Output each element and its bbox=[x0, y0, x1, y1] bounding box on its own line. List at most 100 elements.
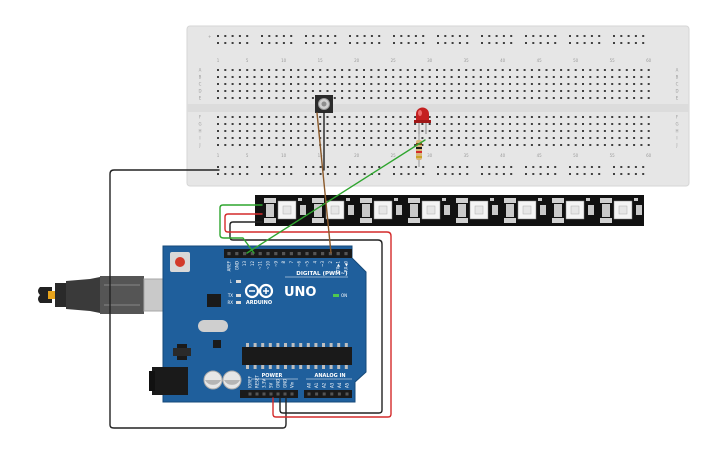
breadboard-rail-hole[interactable] bbox=[231, 166, 234, 168]
breadboard-hole[interactable] bbox=[450, 123, 453, 125]
breadboard-hole[interactable] bbox=[260, 123, 263, 125]
breadboard-hole[interactable] bbox=[355, 144, 358, 146]
breadboard-hole[interactable] bbox=[603, 90, 606, 92]
breadboard-hole[interactable] bbox=[589, 116, 592, 118]
breadboard-hole[interactable] bbox=[545, 144, 548, 146]
breadboard-rail-hole[interactable] bbox=[525, 173, 527, 175]
breadboard-hole[interactable] bbox=[355, 130, 358, 132]
breadboard-hole[interactable] bbox=[509, 90, 511, 92]
breadboard-hole[interactable] bbox=[545, 137, 548, 139]
breadboard-hole[interactable] bbox=[647, 116, 650, 118]
breadboard-rail-hole[interactable] bbox=[583, 166, 586, 168]
breadboard-hole[interactable] bbox=[465, 76, 468, 78]
breadboard-hole[interactable] bbox=[384, 69, 387, 71]
breadboard-hole[interactable] bbox=[231, 123, 234, 125]
breadboard-hole[interactable] bbox=[406, 97, 409, 99]
breadboard-hole[interactable] bbox=[560, 83, 563, 85]
breadboard-hole[interactable] bbox=[582, 90, 584, 92]
breadboard-hole[interactable] bbox=[341, 76, 344, 78]
header-pin[interactable] bbox=[297, 252, 301, 256]
breadboard-hole[interactable] bbox=[611, 130, 614, 132]
breadboard-rail-hole[interactable] bbox=[282, 166, 285, 168]
breadboard-hole[interactable] bbox=[443, 123, 446, 125]
breadboard-rail-hole[interactable] bbox=[422, 35, 425, 37]
breadboard-hole[interactable] bbox=[377, 90, 380, 92]
breadboard-hole[interactable] bbox=[333, 83, 336, 85]
breadboard-hole[interactable] bbox=[501, 144, 504, 146]
breadboard-hole[interactable] bbox=[370, 130, 373, 132]
breadboard-hole[interactable] bbox=[523, 144, 526, 146]
breadboard-hole[interactable] bbox=[582, 83, 584, 85]
led-strip[interactable] bbox=[255, 195, 644, 226]
breadboard-hole[interactable] bbox=[611, 116, 614, 118]
breadboard-hole[interactable] bbox=[231, 97, 234, 99]
breadboard-hole[interactable] bbox=[333, 116, 336, 118]
breadboard-rail-hole[interactable] bbox=[290, 173, 293, 175]
breadboard-hole[interactable] bbox=[290, 90, 292, 92]
breadboard-hole[interactable] bbox=[516, 69, 519, 71]
breadboard-rail-hole[interactable] bbox=[268, 42, 271, 44]
breadboard-rail-hole[interactable] bbox=[238, 42, 241, 44]
breadboard-hole[interactable] bbox=[268, 123, 271, 125]
breadboard-hole[interactable] bbox=[428, 130, 431, 132]
breadboard-hole[interactable] bbox=[297, 69, 300, 71]
breadboard-hole[interactable] bbox=[348, 123, 351, 125]
breadboard-hole[interactable] bbox=[618, 83, 621, 85]
breadboard-hole[interactable] bbox=[290, 76, 292, 78]
breadboard-rail-hole[interactable] bbox=[370, 42, 373, 44]
breadboard-hole[interactable] bbox=[238, 90, 241, 92]
breadboard-hole[interactable] bbox=[224, 69, 227, 71]
breadboard-hole[interactable] bbox=[567, 83, 570, 85]
breadboard-rail-hole[interactable] bbox=[407, 173, 410, 175]
breadboard-hole[interactable] bbox=[596, 90, 599, 92]
breadboard-hole[interactable] bbox=[377, 123, 380, 125]
breadboard-hole[interactable] bbox=[552, 144, 555, 146]
breadboard-hole[interactable] bbox=[377, 116, 380, 118]
breadboard-hole[interactable] bbox=[618, 123, 621, 125]
breadboard-hole[interactable] bbox=[290, 69, 292, 71]
breadboard-hole[interactable] bbox=[370, 137, 373, 139]
breadboard-hole[interactable] bbox=[363, 130, 365, 132]
breadboard-hole[interactable] bbox=[450, 90, 453, 92]
breadboard-rail-hole[interactable] bbox=[400, 35, 403, 37]
breadboard-hole[interactable] bbox=[414, 130, 417, 132]
breadboard-hole[interactable] bbox=[509, 116, 511, 118]
breadboard-hole[interactable] bbox=[538, 130, 541, 132]
breadboard-hole[interactable] bbox=[567, 90, 570, 92]
breadboard-hole[interactable] bbox=[450, 76, 453, 78]
breadboard-hole[interactable] bbox=[392, 144, 395, 146]
breadboard-hole[interactable] bbox=[443, 90, 446, 92]
breadboard-hole[interactable] bbox=[618, 76, 621, 78]
breadboard-hole[interactable] bbox=[333, 97, 336, 99]
breadboard-rail-hole[interactable] bbox=[532, 35, 535, 37]
breadboard-rail-hole[interactable] bbox=[590, 42, 593, 44]
breadboard-rail-hole[interactable] bbox=[466, 173, 469, 175]
breadboard-hole[interactable] bbox=[509, 97, 511, 99]
breadboard-hole[interactable] bbox=[224, 97, 227, 99]
breadboard-hole[interactable] bbox=[297, 90, 300, 92]
breadboard-hole[interactable] bbox=[363, 116, 365, 118]
breadboard-rail-hole[interactable] bbox=[217, 173, 219, 175]
breadboard-hole[interactable] bbox=[487, 137, 490, 139]
breadboard-hole[interactable] bbox=[377, 97, 380, 99]
breadboard-hole[interactable] bbox=[523, 130, 526, 132]
breadboard-hole[interactable] bbox=[523, 97, 526, 99]
breadboard-rail-hole[interactable] bbox=[224, 173, 227, 175]
breadboard-hole[interactable] bbox=[231, 130, 234, 132]
breadboard-hole[interactable] bbox=[472, 137, 475, 139]
breadboard-hole[interactable] bbox=[319, 90, 322, 92]
breadboard-hole[interactable] bbox=[414, 69, 417, 71]
breadboard-hole[interactable] bbox=[494, 83, 497, 85]
breadboard-rail-hole[interactable] bbox=[326, 42, 329, 44]
breadboard-rail-hole[interactable] bbox=[356, 166, 359, 168]
breadboard-hole[interactable] bbox=[326, 76, 329, 78]
breadboard-rail-hole[interactable] bbox=[437, 166, 439, 168]
breadboard-hole[interactable] bbox=[472, 144, 475, 146]
breadboard-hole[interactable] bbox=[545, 76, 548, 78]
breadboard-rail-hole[interactable] bbox=[224, 35, 227, 37]
breadboard-rail-hole[interactable] bbox=[217, 42, 219, 44]
breadboard-hole[interactable] bbox=[545, 123, 548, 125]
breadboard-hole[interactable] bbox=[406, 83, 409, 85]
breadboard-hole[interactable] bbox=[501, 137, 504, 139]
breadboard-hole[interactable] bbox=[370, 83, 373, 85]
